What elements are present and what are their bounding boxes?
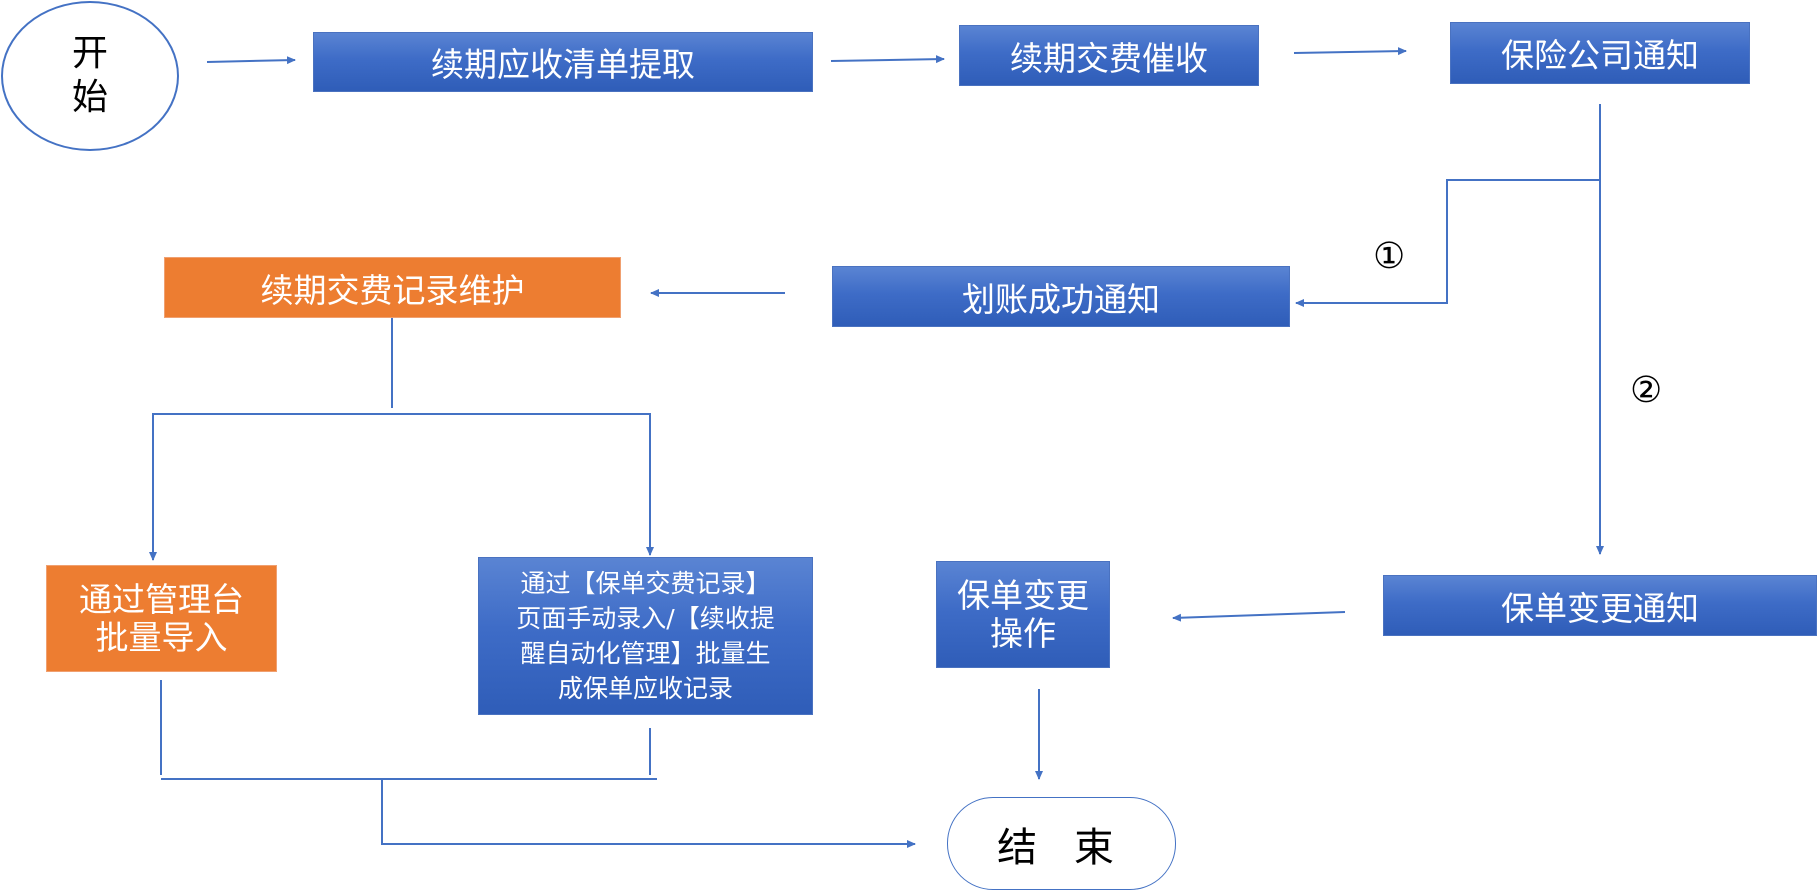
- node-label: 保险公司通知: [1501, 36, 1699, 75]
- end-node[interactable]: 结 束: [947, 797, 1176, 890]
- connector-insurer-branch1: [1295, 104, 1601, 307]
- node-batch-import[interactable]: 通过管理台 批量导入: [46, 565, 277, 672]
- node-label: 续期交费记录维护: [260, 270, 525, 310]
- node-label-line: 批量导入: [95, 617, 228, 657]
- node-label-line: 成保单应收记录: [557, 674, 733, 703]
- node-label-line: 页面手动录入/【续收提: [516, 604, 775, 633]
- node-label: 续期应收清单提取: [431, 45, 695, 84]
- node-debit-success-notice[interactable]: 划账成功通知: [832, 266, 1290, 327]
- start-label-line2: 始: [71, 77, 108, 118]
- node-label-line: 醒自动化管理】批量生: [520, 639, 771, 668]
- node-label: 保单变更通知: [1501, 588, 1699, 628]
- node-manual-entry[interactable]: 通过【保单交费记录】 页面手动录入/【续收提 醒自动化管理】批量生 成保单应收记…: [478, 557, 813, 715]
- node-label-line: 通过管理台: [79, 579, 244, 619]
- node-extract-list[interactable]: 续期应收清单提取: [313, 32, 813, 92]
- node-policy-change-operation[interactable]: 保单变更 操作: [936, 561, 1110, 668]
- arrow-reminder-to-insurer: [1293, 47, 1407, 56]
- node-policy-change-notice[interactable]: 保单变更通知: [1383, 575, 1817, 636]
- start-label-line1: 开: [71, 33, 108, 74]
- arrow-start-to-extract: [206, 56, 296, 65]
- node-label: 划账成功通知: [962, 279, 1160, 319]
- branch-marker-2: ②: [1630, 370, 1663, 411]
- end-label: 结 束: [997, 824, 1126, 871]
- start-node[interactable]: 开 始: [1, 1, 179, 151]
- node-label-line: 保单变更: [957, 575, 1089, 615]
- branch-marker-1: ①: [1373, 236, 1406, 277]
- node-label: 续期交费催收: [1010, 38, 1208, 78]
- arrow-extract-to-reminder: [830, 55, 945, 64]
- arrow-merge-to-end: [381, 779, 916, 848]
- node-payment-reminder[interactable]: 续期交费催收: [959, 25, 1259, 86]
- node-label-line: 操作: [990, 613, 1056, 653]
- node-record-maintenance[interactable]: 续期交费记录维护: [164, 257, 621, 318]
- arrow-change-notice-to-operation: [1172, 611, 1346, 622]
- node-label-line: 通过【保单交费记录】: [520, 569, 771, 598]
- node-insurer-notice[interactable]: 保险公司通知: [1450, 22, 1750, 84]
